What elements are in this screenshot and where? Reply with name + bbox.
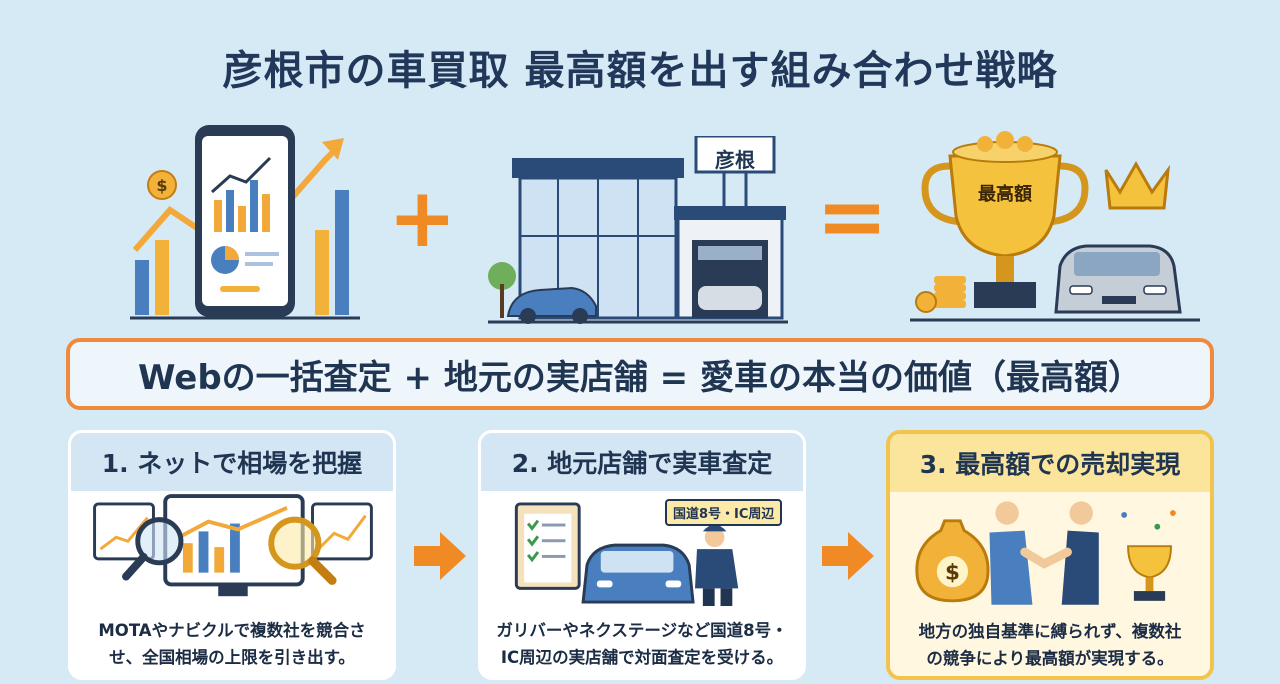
svg-text:$: $ [156, 176, 167, 195]
step-3-text: 地方の独自基準に縛られず、複数社 の競争により最高額が実現する。 [918, 622, 1182, 668]
trophy-label: 最高額 [978, 184, 1032, 205]
dealership-icon [488, 136, 788, 324]
summary-banner: Webの一括査定 + 地元の実店舗 = 愛車の本当の価値（最高額） [66, 338, 1214, 410]
arrow-right-icon [822, 532, 874, 580]
hero-illustration: $ + 彦根 = [0, 100, 1280, 330]
phone-chart-icon: $ [130, 125, 360, 320]
step-2-heading: 2. 地元店舗で実車査定 [481, 433, 803, 491]
market-research-icon [93, 494, 373, 597]
step-card-3: 3. 最高額での売却実現 $ 地方の独自基準に縛られず、複数社 の競争により最高… [886, 430, 1214, 680]
inspection-icon [514, 502, 739, 607]
step-3-heading: 3. 最高額での売却実現 [890, 434, 1210, 492]
trophy-car-icon [910, 131, 1200, 322]
page-title: 彦根市の車買取 最高額を出す組み合わせ戦略 [222, 48, 1058, 94]
deal-success-icon: $ [915, 501, 1176, 605]
step-card-2: 2. 地元店舗で実車査定 国道8号・IC周辺 ガリバーやネクステージなど国道8号… [478, 430, 806, 680]
location-tag: 国道8号・IC周辺 [665, 499, 783, 526]
arrow-right-icon [414, 532, 466, 580]
step-card-1: 1. ネットで相場を把握 MOTAやナビクルで複数社を競合さ せ、全国相場の上限… [68, 430, 396, 680]
step-2-text: ガリバーやネクステージなど国道8号・ IC周辺の実店舗で対面査定を受ける。 [496, 621, 788, 667]
shop-sign-label: 彦根 [715, 148, 755, 172]
step-1-heading: 1. ネットで相場を把握 [71, 433, 393, 491]
step-1-text: MOTAやナビクルで複数社を競合さ せ、全国相場の上限を引き出す。 [98, 621, 366, 667]
equals-sign: = [816, 167, 889, 267]
svg-text:$: $ [945, 560, 960, 585]
plus-sign: + [388, 171, 457, 266]
